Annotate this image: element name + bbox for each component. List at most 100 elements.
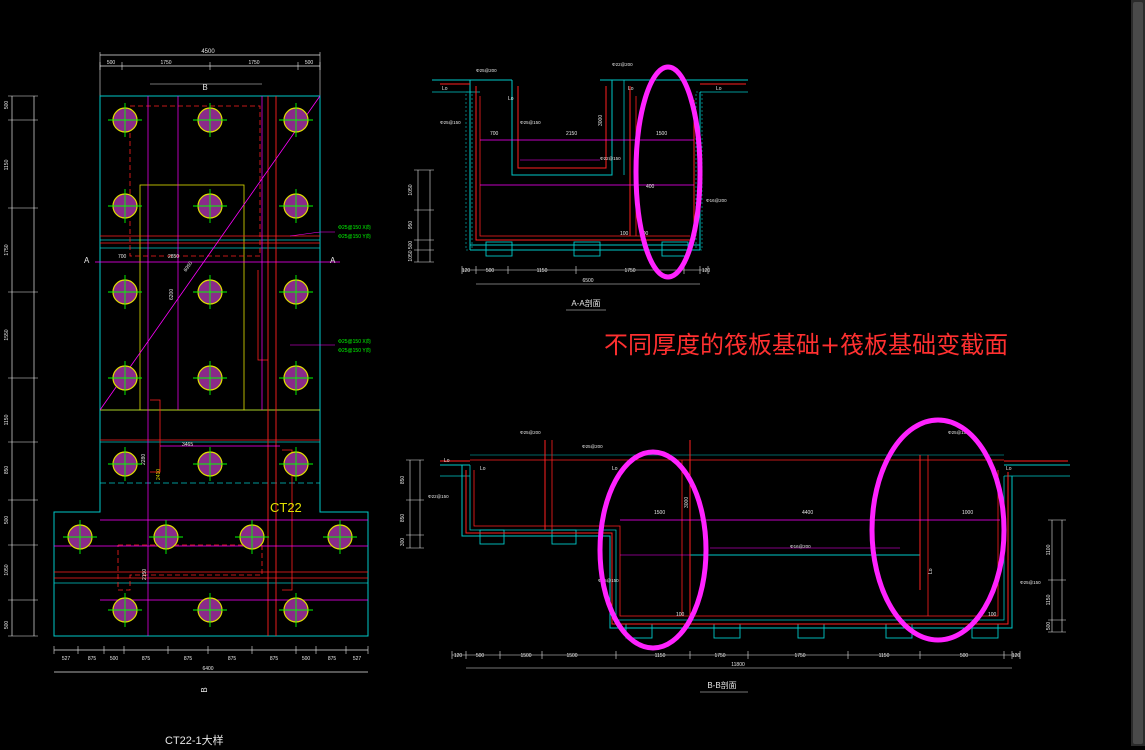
dim-text: 500 bbox=[476, 653, 485, 659]
bb-note: Φ25@200 bbox=[520, 430, 541, 435]
dim-text: 875 bbox=[88, 656, 97, 662]
dim-text: 500 bbox=[1046, 622, 1052, 631]
dim-text: 500 bbox=[408, 241, 414, 250]
bb-label: 3000 bbox=[684, 497, 690, 508]
pile bbox=[193, 275, 227, 309]
annotation-text: 不同厚度的筏板基础+筏板基础变截面 bbox=[604, 331, 1008, 359]
pile bbox=[279, 593, 313, 627]
aa-title: A-A剖面 bbox=[571, 298, 600, 308]
dim-text: 1150 bbox=[537, 268, 548, 274]
dim-text: 527 bbox=[62, 656, 71, 662]
dim-text: 120 bbox=[1012, 653, 1021, 659]
aa-label: Lo bbox=[442, 86, 448, 92]
plan-bottom-overall: 6400 bbox=[202, 666, 213, 672]
vertical-scrollbar[interactable] bbox=[1131, 0, 1145, 746]
section-b-top: B bbox=[202, 83, 207, 92]
pile bbox=[279, 361, 313, 395]
bb-label: Lo bbox=[928, 568, 934, 574]
section-a-left: A bbox=[84, 256, 90, 265]
aa-note: Φ25@150 bbox=[520, 120, 541, 125]
dim-text: 120 bbox=[454, 653, 463, 659]
dim-text: 1750 bbox=[714, 653, 725, 659]
pile bbox=[108, 447, 142, 481]
dim-text: 850 bbox=[4, 466, 10, 475]
bb-title: B-B剖面 bbox=[707, 680, 736, 690]
aa-note: Φ25@200 bbox=[476, 68, 497, 73]
section-b-bottom: B bbox=[200, 687, 209, 692]
rebar-note-4: Φ25@150 Y向 bbox=[338, 347, 371, 354]
aa-label: 100 bbox=[620, 231, 629, 237]
bb-label: Lo bbox=[480, 466, 486, 472]
dim-text: 950 bbox=[408, 221, 414, 230]
aa-label: Lo bbox=[508, 96, 514, 102]
dim-text: 1500 bbox=[520, 653, 531, 659]
aa-overall: 6500 bbox=[582, 278, 593, 284]
dim-lower-a: 3465 bbox=[182, 442, 193, 448]
aa-label: 1500 bbox=[656, 131, 667, 137]
dim-text: 500 bbox=[4, 516, 10, 525]
dim-text: 1050 bbox=[408, 184, 414, 195]
aa-note: Φ16@200 bbox=[706, 198, 727, 203]
dim-text: 1750 bbox=[624, 268, 635, 274]
pile bbox=[323, 520, 357, 554]
bb-label: Lo bbox=[1006, 466, 1012, 472]
pile bbox=[279, 447, 313, 481]
dim-text: 500 bbox=[110, 656, 119, 662]
bb-label: Lo bbox=[612, 466, 618, 472]
dim-text: 300 bbox=[400, 538, 406, 547]
pile bbox=[108, 593, 142, 627]
pile bbox=[193, 103, 227, 137]
dim-text: 1150 bbox=[4, 159, 10, 170]
highlight-ellipse-bb-left bbox=[597, 449, 709, 651]
dim-text: 1150 bbox=[4, 414, 10, 425]
highlight-ellipse-bb-right bbox=[869, 417, 1007, 643]
bb-note: Φ16@200 bbox=[790, 544, 811, 549]
aa-label: Lo bbox=[716, 86, 722, 92]
section-a-right: A bbox=[330, 256, 336, 265]
aa-bottom-dims: 120 500 1150 1750 120 bbox=[461, 266, 711, 274]
bb-note: Φ25@150 bbox=[948, 430, 969, 435]
pile bbox=[235, 520, 269, 554]
pile-group bbox=[63, 103, 357, 627]
highlight-ellipse-aa bbox=[633, 64, 703, 280]
dim-text: 500 bbox=[305, 60, 314, 66]
plan-overall-width: 4500 bbox=[201, 49, 215, 55]
rebar-note-2: Φ25@150 Y向 bbox=[338, 233, 371, 240]
dim-text: 500 bbox=[486, 268, 495, 274]
pile-cap-label: CT22 bbox=[270, 500, 302, 515]
dim-text: 1550 bbox=[4, 329, 10, 340]
pile bbox=[108, 275, 142, 309]
dim-text: 875 bbox=[228, 656, 237, 662]
dim-text: 500 bbox=[302, 656, 311, 662]
dim-text: 850 bbox=[400, 514, 406, 523]
aa-label: 3000 bbox=[598, 115, 604, 126]
bb-label: 100 bbox=[676, 612, 685, 618]
rebar-note-3: Φ25@150 X向 bbox=[338, 338, 371, 345]
bb-label: 1000 bbox=[962, 510, 973, 516]
pile bbox=[149, 520, 183, 554]
dim-text: 1750 bbox=[160, 60, 171, 66]
dim-text: 875 bbox=[142, 656, 151, 662]
dim-text: 1100 bbox=[1046, 544, 1052, 555]
dim-text: 1150 bbox=[655, 653, 666, 659]
aa-label: 2150 bbox=[566, 131, 577, 137]
scrollbar-thumb[interactable] bbox=[1133, 2, 1143, 744]
dim-text: 120 bbox=[462, 268, 471, 274]
dim-text: 120 bbox=[702, 268, 711, 274]
plan-caption: CT22-1大样 bbox=[165, 733, 224, 746]
aa-note: Φ25@150 bbox=[440, 120, 461, 125]
pile bbox=[279, 103, 313, 137]
pile bbox=[108, 103, 142, 137]
dim-text: 1050 bbox=[4, 564, 10, 575]
dim-vertical: 6200 bbox=[169, 289, 175, 300]
bb-note: Φ25@150 bbox=[1020, 580, 1041, 585]
pile bbox=[108, 189, 142, 223]
dim-lower-c: 2150 bbox=[142, 569, 148, 580]
